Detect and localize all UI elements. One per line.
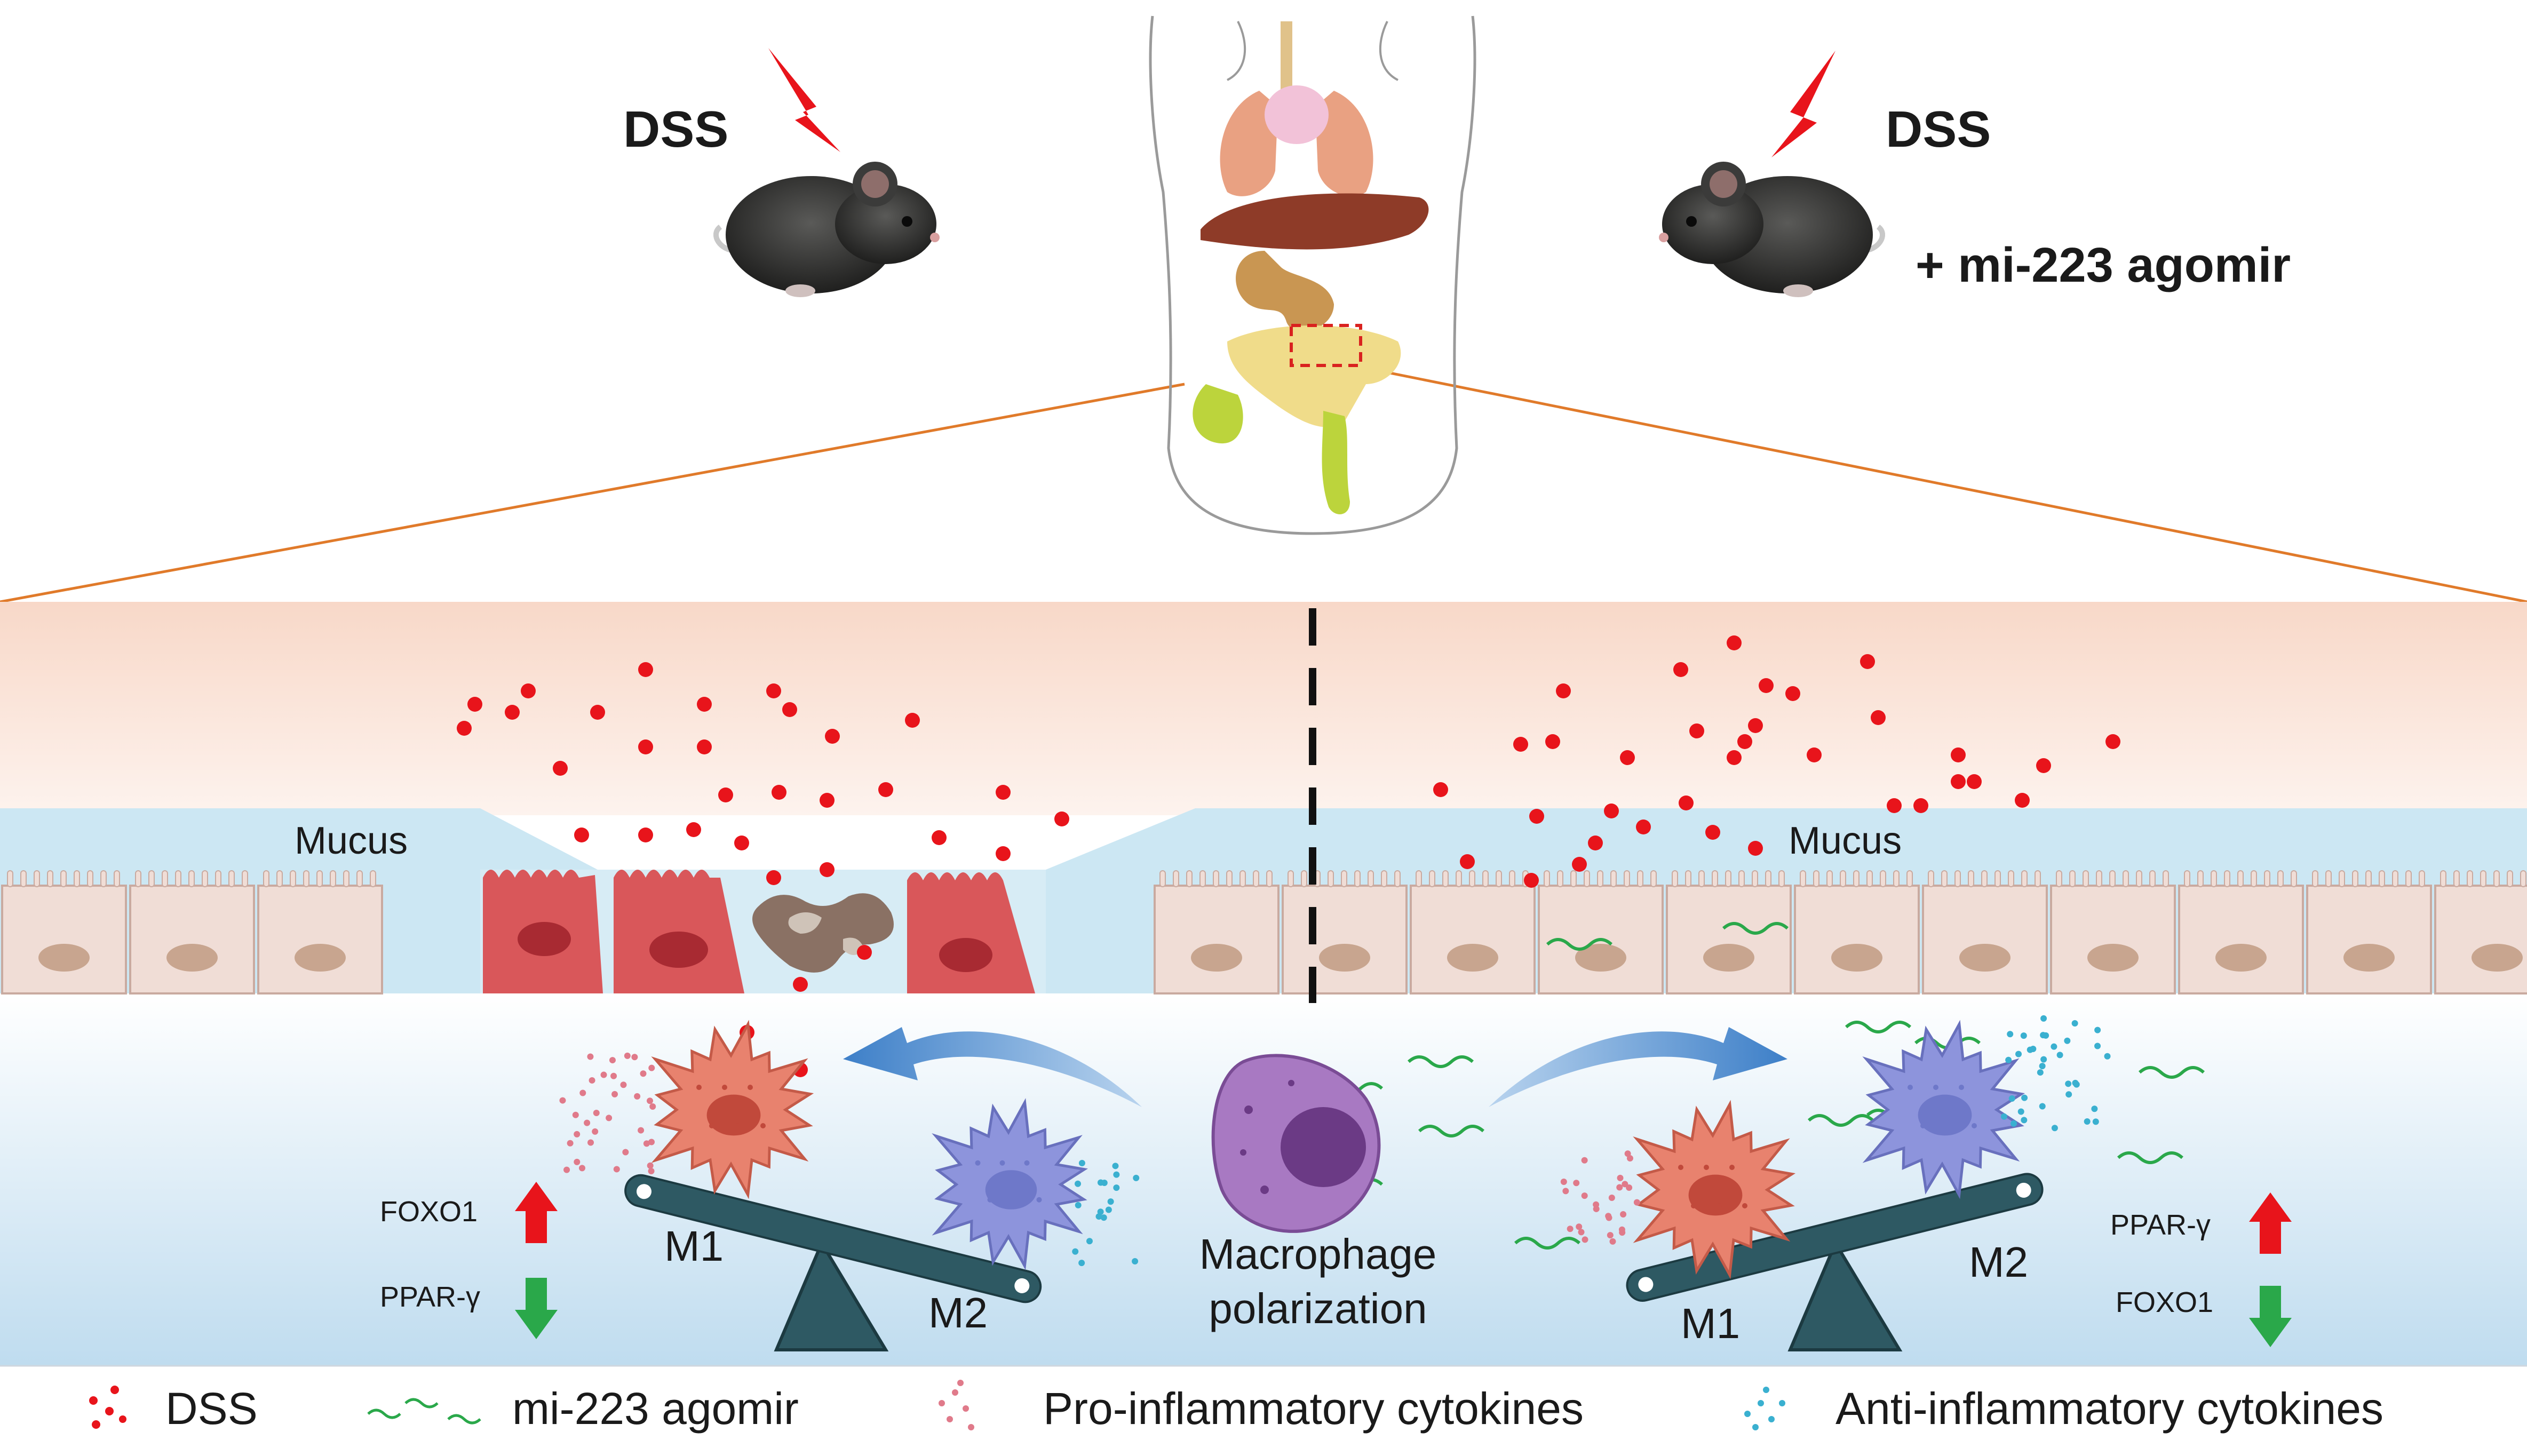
treatment-label: + mi-223 agomir (1916, 238, 2291, 292)
legend-label-agomir: mi-223 agomir (512, 1383, 799, 1434)
legend-label-dss: DSS (165, 1383, 258, 1434)
legend-label-anti-inflammatory: Anti-inflammatory cytokines (1835, 1383, 2383, 1434)
legend-label-pro-inflammatory: Pro-inflammatory cytokines (1043, 1383, 1584, 1434)
up-arrow-icon (2249, 1192, 2292, 1254)
down-arrow-icon (515, 1278, 558, 1339)
center-label-line2: polarization (1209, 1285, 1427, 1332)
mucus-label-right: Mucus (1789, 820, 1902, 862)
down-arrow-icon (2249, 1286, 2292, 1347)
lightning-bolt-icon-right (1771, 51, 1835, 157)
mouse-right (1659, 162, 1885, 297)
gene-down-label-left: PPAR-γ (380, 1281, 481, 1313)
dss-label-right: DSS (1886, 101, 1991, 158)
mouse-left (713, 162, 940, 297)
macrophage-polarization-label: Macrophage polarization (1142, 1227, 1494, 1336)
up-arrow-icon (515, 1182, 558, 1243)
balance-seesaw-left (624, 1174, 1042, 1351)
epithelial-cell-row (1, 870, 2527, 994)
m1-macrophage-left (651, 1020, 814, 1199)
m1-label-right: M1 (1681, 1300, 1741, 1347)
m1-macrophage-right (1633, 1100, 1796, 1279)
mucus-label-left: Mucus (295, 820, 408, 862)
m2-macrophage-right (1862, 1020, 2025, 1199)
m2-macrophage-left (932, 1098, 1088, 1270)
cytokine-particles (559, 1015, 2111, 1267)
lightning-bolt-icon-left (768, 48, 840, 152)
m2-label-right: M2 (1969, 1238, 2029, 1286)
gene-down-label-right: FOXO1 (2116, 1286, 2214, 1318)
legend-pro-inflammatory-icon (939, 1380, 974, 1430)
gene-up-label-left: FOXO1 (380, 1196, 478, 1228)
macrophage-cell (1211, 1054, 1381, 1233)
gene-up-label-right: PPAR-γ (2110, 1209, 2211, 1241)
dss-label-left: DSS (623, 101, 729, 158)
m1-label-left: M1 (664, 1222, 724, 1270)
body-organs-illustration (1149, 15, 1476, 535)
center-label-line1: Macrophage (1199, 1230, 1437, 1278)
damaged-epithelium (480, 870, 1046, 993)
dss-particles (457, 635, 2120, 1077)
curved-arrow-left-icon (843, 1027, 1142, 1107)
m2-label-left: M2 (928, 1289, 988, 1336)
legend-dss-icon (89, 1386, 126, 1429)
legend-agomir-icon (367, 1398, 481, 1425)
curved-arrow-right-icon (1489, 1027, 1787, 1107)
legend-anti-inflammatory-icon (1744, 1387, 1785, 1430)
zoom-lines (0, 367, 2527, 603)
